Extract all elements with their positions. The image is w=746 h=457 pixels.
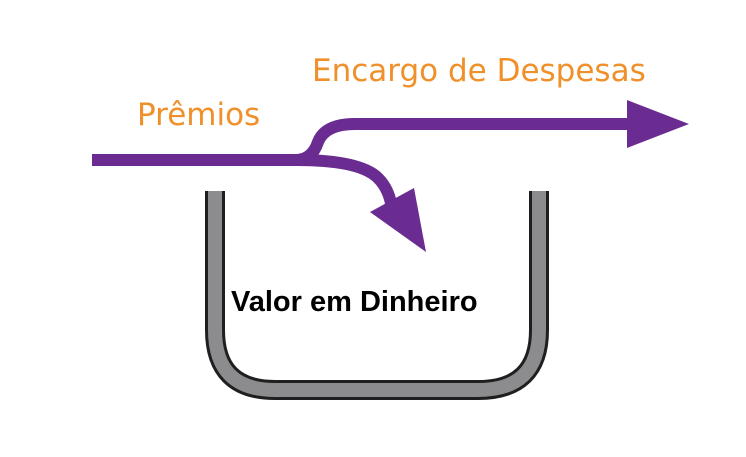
cash-value-label: Valor em Dinheiro bbox=[231, 286, 478, 318]
premiums-label: Prêmios bbox=[137, 97, 261, 133]
expense-branch-line bbox=[295, 118, 630, 166]
expense-charge-label: Encargo de Despesas bbox=[312, 53, 646, 89]
cash-value-arrowhead bbox=[370, 188, 426, 252]
expense-arrowhead bbox=[627, 100, 689, 148]
cash-value-container bbox=[205, 191, 549, 400]
cash-value-branch-line bbox=[295, 154, 398, 211]
